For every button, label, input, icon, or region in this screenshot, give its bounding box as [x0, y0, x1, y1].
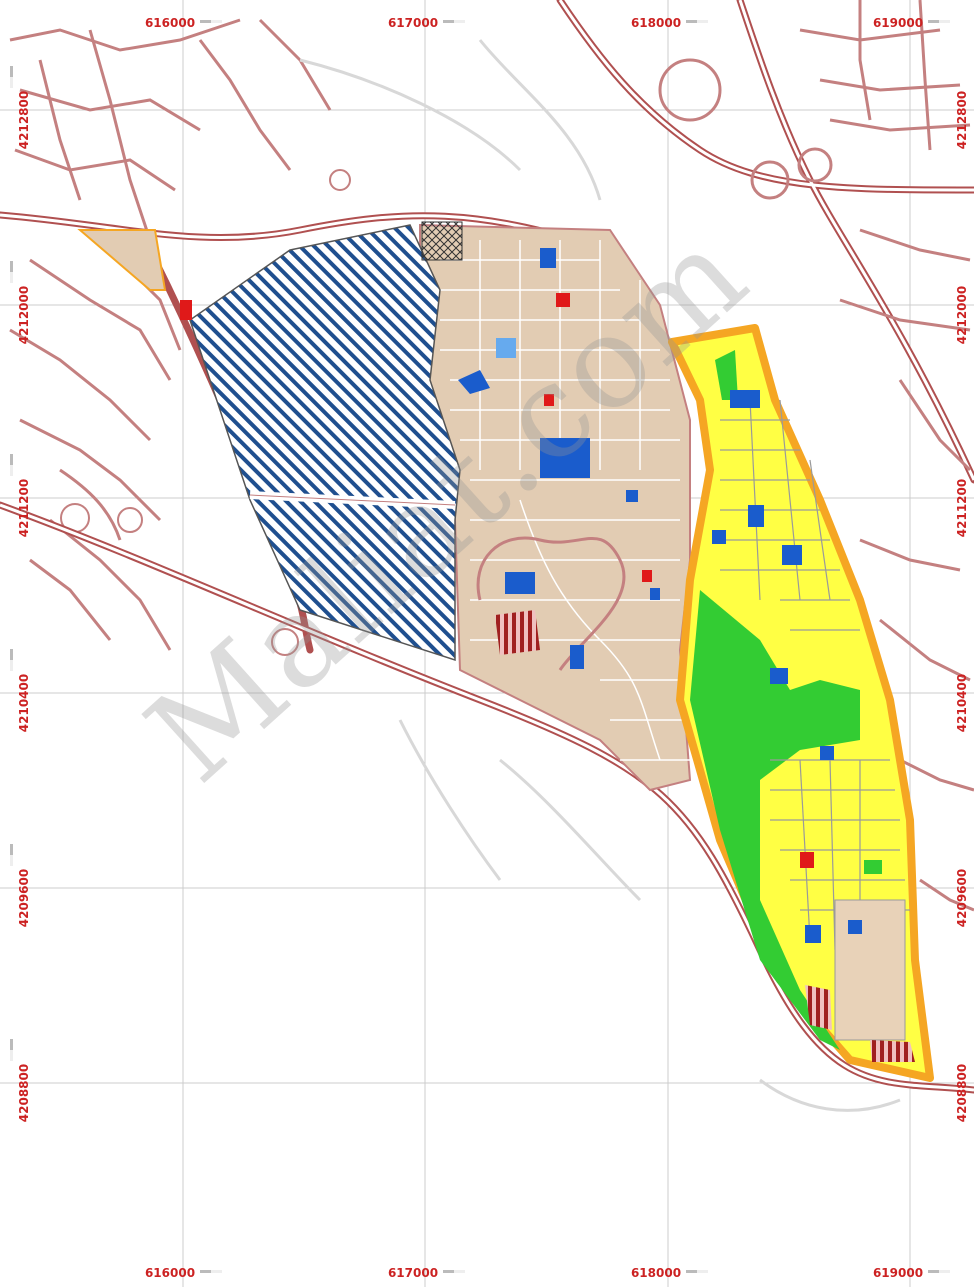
new-district-streets [720, 399, 910, 951]
grid-y-label-left-4212000: 4212000 [17, 285, 31, 345]
scale-tick [10, 1039, 13, 1061]
scale-tick [928, 1270, 950, 1273]
scale-tick [10, 261, 13, 283]
public-service-blocks [458, 248, 862, 943]
grid-y-label-right-4208800: 4208800 [955, 1063, 969, 1123]
grid-x-label-top-618000: 618000 [630, 16, 682, 30]
grid-x-label-top-619000: 619000 [872, 16, 924, 30]
scale-tick [686, 20, 708, 23]
grid-x-label-top-616000: 616000 [144, 16, 196, 30]
hatched-development-zone [189, 224, 461, 662]
grid-y-label-right-4210400: 4210400 [955, 673, 969, 733]
scale-tick [200, 1270, 222, 1273]
grid-x-label-bottom-616000: 616000 [144, 1266, 196, 1280]
red-marker-northwest [180, 300, 192, 320]
grid-y-label-left-4212800: 4212800 [17, 90, 31, 150]
district-old-streets [440, 240, 690, 761]
grid-y-label-right-4212000: 4212000 [955, 285, 969, 345]
district-northwest-triangle [77, 229, 167, 291]
grid-y-label-left-4208800: 4208800 [17, 1063, 31, 1123]
grid-y-label-left-4209600: 4209600 [17, 868, 31, 928]
grid-y-label-left-4211200: 4211200 [17, 478, 31, 538]
beige-reserve-block [834, 899, 906, 1041]
interchange-loops [658, 58, 833, 200]
scale-tick [200, 20, 222, 23]
scale-tick [928, 20, 950, 23]
light-service-block [496, 338, 516, 358]
road-network-west-circles [60, 169, 351, 656]
scale-tick [10, 66, 13, 88]
grid-y-label-right-4212800: 4212800 [955, 90, 969, 150]
grid-x-label-bottom-617000: 617000 [387, 1266, 439, 1280]
scale-tick [10, 454, 13, 476]
hatched-zone-road-edge [249, 494, 456, 506]
commercial-blocks [544, 293, 814, 868]
road-network-east [799, 0, 974, 912]
grid-x-label-top-617000: 617000 [387, 16, 439, 30]
grid-y-label-right-4211200: 4211200 [955, 478, 969, 538]
scale-tick [10, 844, 13, 866]
grid-x-label-bottom-619000: 619000 [872, 1266, 924, 1280]
scale-tick [443, 20, 465, 23]
scale-tick [686, 1270, 708, 1273]
grid-y-label-right-4209600: 4209600 [955, 868, 969, 928]
striped-block-west [495, 610, 540, 655]
crosshatch-block [421, 221, 463, 261]
grid-x-label-bottom-618000: 618000 [630, 1266, 682, 1280]
road-network-west [9, 18, 332, 651]
scale-tick [443, 1270, 465, 1273]
striped-block-southwest [805, 985, 832, 1030]
striped-block-south [870, 1040, 915, 1062]
district-old-winding-road [476, 536, 626, 671]
green-spaces [690, 350, 882, 1050]
scale-tick [10, 649, 13, 671]
grid-y-label-left-4210400: 4210400 [17, 673, 31, 733]
terrain-lines [299, 39, 901, 1112]
